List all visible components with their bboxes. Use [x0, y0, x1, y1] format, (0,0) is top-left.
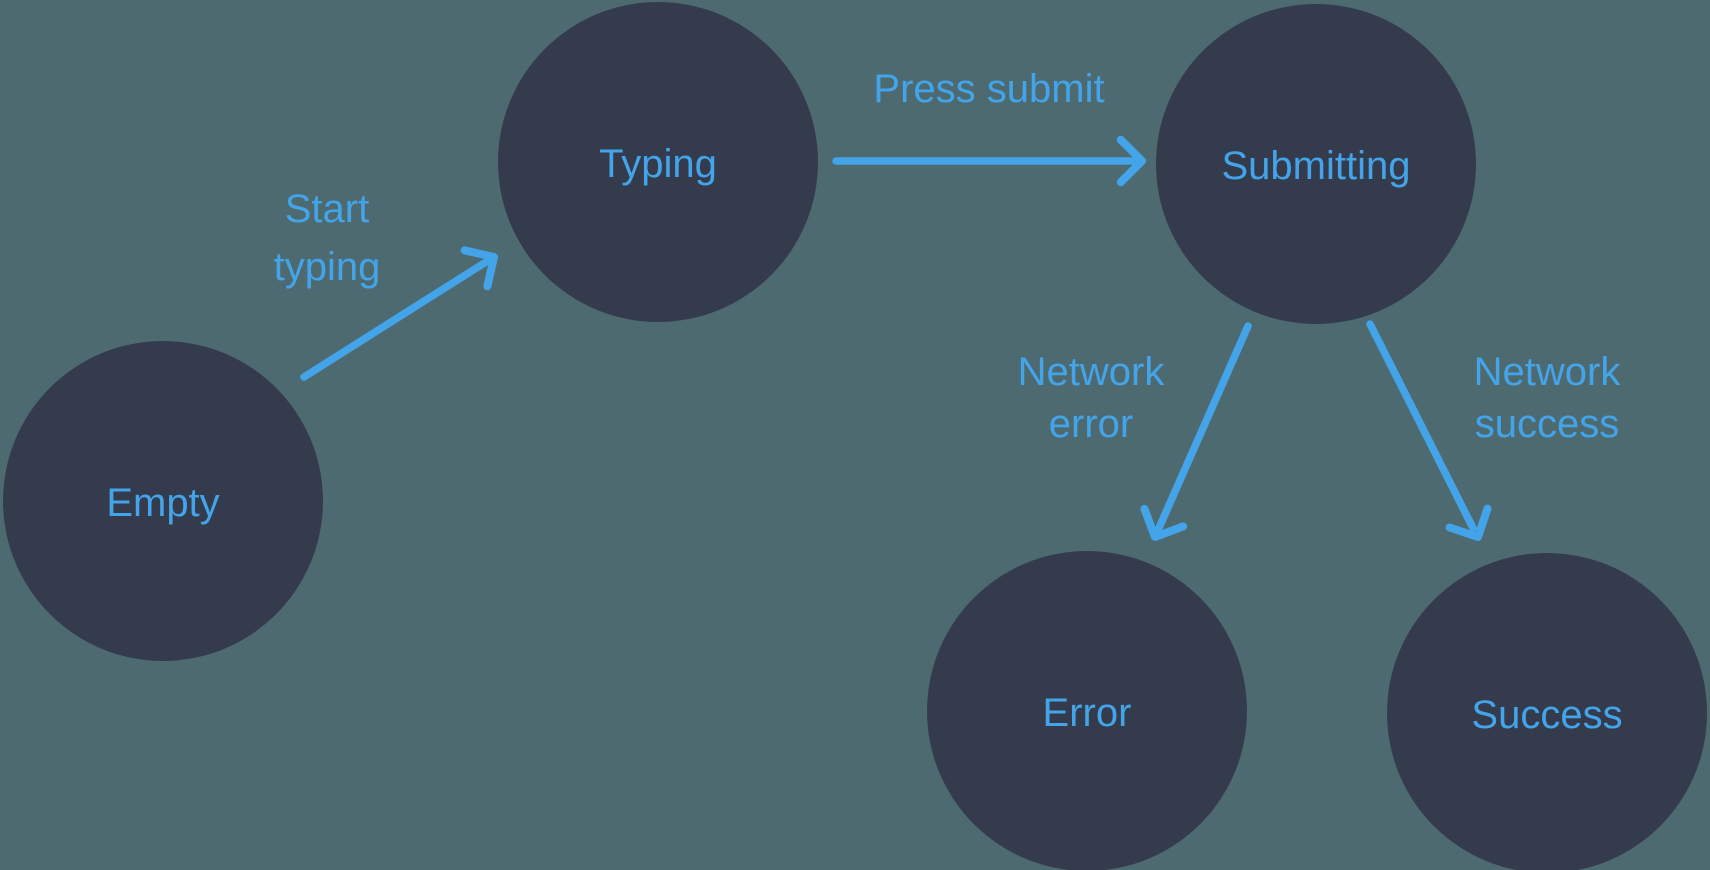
transition-label-start-typing-line2: typing [274, 245, 381, 289]
state-node-typing: Typing [498, 2, 818, 322]
state-node-empty-label: Empty [106, 481, 219, 525]
transition-typing-submitting: Press submit [832, 67, 1146, 187]
arrowhead-typing-submitting [1116, 135, 1146, 187]
state-node-submitting-label: Submitting [1222, 144, 1411, 188]
arrowhead-empty-typing [460, 246, 498, 291]
transition-label-press-submit: Press submit [873, 67, 1104, 111]
transitions: Start typing Press submit Network error … [274, 67, 1622, 541]
state-node-success-circle [1387, 553, 1707, 870]
transition-label-start-typing-line1: Start [285, 187, 369, 231]
state-node-success: Success [1387, 553, 1707, 870]
state-node-error-label: Error [1043, 691, 1132, 735]
transition-label-network-success-line1: Network [1474, 350, 1622, 394]
state-nodes: Empty Typing Submitting Error Success [3, 2, 1707, 870]
state-node-error-circle [927, 551, 1247, 870]
state-node-empty-circle [3, 341, 323, 661]
transition-label-network-error-line1: Network [1018, 350, 1166, 394]
state-node-submitting: Submitting [1156, 4, 1476, 324]
state-node-success-label: Success [1471, 693, 1622, 737]
transition-label-network-error-line2: error [1049, 402, 1133, 446]
state-node-empty: Empty [3, 341, 323, 661]
transition-label-network-success-line2: success [1475, 402, 1620, 446]
state-node-typing-label: Typing [599, 142, 717, 186]
transition-arrow-submitting-success [1366, 320, 1477, 532]
transition-arrow-submitting-error [1155, 322, 1252, 532]
state-node-typing-circle [498, 2, 818, 322]
state-node-error: Error [927, 551, 1247, 870]
transition-submitting-success: Network success [1366, 320, 1622, 541]
state-node-submitting-circle [1156, 4, 1476, 324]
transition-arrow-empty-typing [300, 258, 490, 381]
transition-submitting-error: Network error [1018, 322, 1252, 541]
arrowhead-submitting-error [1140, 504, 1188, 541]
transition-empty-typing: Start typing [274, 187, 498, 381]
arrowhead-submitting-success [1445, 504, 1492, 541]
